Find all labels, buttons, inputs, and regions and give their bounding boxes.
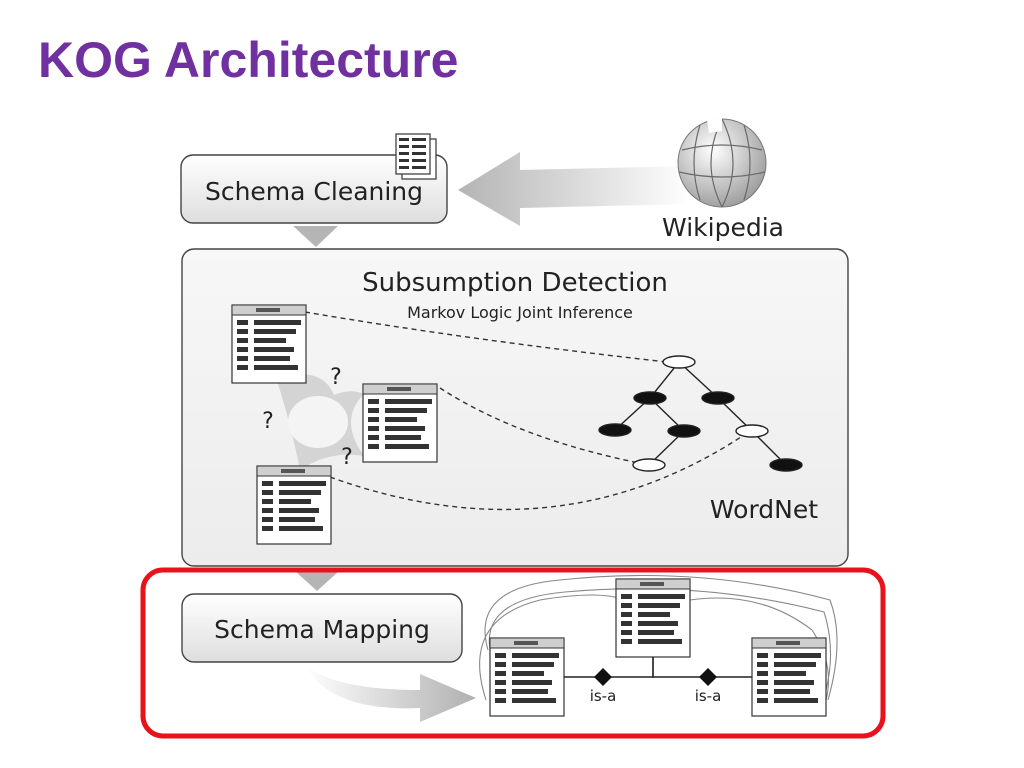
down-arrow-cleaning <box>293 226 338 247</box>
mapping-arrow <box>305 665 476 722</box>
wordnet-label: WordNet <box>710 495 818 524</box>
document-stack-icon <box>395 133 437 180</box>
wordnet-tree <box>598 355 803 472</box>
schema-table-icon <box>362 383 438 463</box>
schema-table-icon <box>256 465 332 545</box>
isa-label-left: is-a <box>590 687 617 705</box>
schema-table-icon <box>231 304 307 384</box>
highlight-frame <box>140 567 886 739</box>
schema-mapping-box <box>181 593 463 663</box>
slide-title: KOG Architecture <box>38 32 459 88</box>
schema-table-icon <box>751 637 827 717</box>
isa-diamond-icon <box>699 668 717 686</box>
question-mark: ? <box>330 365 342 390</box>
schema-cleaning-box <box>180 154 448 224</box>
wikipedia-label: Wikipedia <box>662 213 784 242</box>
question-mark: ? <box>341 445 353 470</box>
schema-table-icon <box>615 578 691 658</box>
wordnet-links <box>304 311 751 511</box>
subsumption-detection-label: Subsumption Detection <box>362 268 668 298</box>
question-mark: ? <box>262 409 274 434</box>
isa-connectors <box>564 657 752 678</box>
down-arrow-subsumption <box>295 571 339 591</box>
wikipedia-arrow <box>458 152 690 226</box>
schema-table-icon <box>489 637 565 717</box>
schema-cleaning-label: Schema Cleaning <box>205 177 423 206</box>
wikipedia-globe-icon <box>677 118 767 208</box>
isa-label-right: is-a <box>695 687 722 705</box>
markov-logic-label: Markov Logic Joint Inference <box>407 303 633 322</box>
isa-diamond-icon <box>594 668 612 686</box>
schema-mapping-label: Schema Mapping <box>214 615 430 644</box>
subsumption-detection-box <box>181 248 849 567</box>
